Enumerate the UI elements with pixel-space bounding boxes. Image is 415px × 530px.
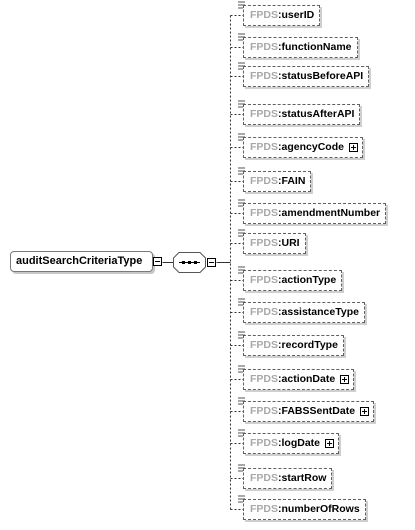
prefix-separator: : xyxy=(278,405,282,417)
element-lines-icon xyxy=(238,365,245,373)
element-lines-icon xyxy=(238,199,245,207)
prefix-separator: : xyxy=(278,108,282,120)
prefix-separator: : xyxy=(278,141,282,153)
namespace-prefix: FPDS xyxy=(250,437,279,449)
minus-box-icon[interactable] xyxy=(153,257,162,266)
element-node[interactable]: FPDS:functionName xyxy=(238,33,358,58)
namespace-prefix: FPDS xyxy=(250,503,279,515)
element-name: functionName xyxy=(281,41,352,53)
element-name: FAIN xyxy=(281,175,306,187)
element-node[interactable]: FPDS:amendmentNumber xyxy=(238,199,387,224)
prefix-separator: : xyxy=(278,207,282,219)
namespace-prefix: FPDS xyxy=(250,274,279,286)
namespace-prefix: FPDS xyxy=(250,237,279,249)
element-node[interactable]: FPDS:agencyCode xyxy=(238,133,363,158)
element-node[interactable]: FPDS:statusBeforeAPI xyxy=(238,62,370,87)
element-node[interactable]: FPDS:logDate xyxy=(238,429,340,454)
namespace-prefix: FPDS xyxy=(250,306,279,318)
prefix-separator: : xyxy=(278,237,282,249)
element-name: logDate xyxy=(281,437,321,449)
element-node[interactable]: FPDS:numberOfRows xyxy=(238,495,366,520)
namespace-prefix: FPDS xyxy=(250,472,279,484)
element-node[interactable]: FPDS:actionType xyxy=(238,266,343,291)
element-name: userID xyxy=(281,9,315,21)
namespace-prefix: FPDS xyxy=(250,373,279,385)
element-lines-icon xyxy=(238,1,245,9)
element-lines-icon xyxy=(238,33,245,41)
element-name: agencyCode xyxy=(281,141,344,153)
minus-box-icon[interactable] xyxy=(207,258,216,267)
namespace-prefix: FPDS xyxy=(250,41,279,53)
element-name: startRow xyxy=(281,472,327,484)
element-lines-icon xyxy=(238,397,245,405)
element-node[interactable]: FPDS:userID xyxy=(238,1,321,26)
prefix-separator: : xyxy=(278,70,282,82)
element-node[interactable]: FPDS:FABSSentDate xyxy=(238,397,375,422)
element-node[interactable]: FPDS:FAIN xyxy=(238,167,312,192)
namespace-prefix: FPDS xyxy=(250,70,279,82)
namespace-prefix: FPDS xyxy=(250,339,279,351)
namespace-prefix: FPDS xyxy=(250,108,279,120)
prefix-separator: : xyxy=(278,503,282,515)
element-name: URI xyxy=(281,237,300,249)
complex-type-node[interactable]: auditSearchCriteriaType xyxy=(10,251,153,272)
element-name: recordType xyxy=(281,339,338,351)
prefix-separator: : xyxy=(278,437,282,449)
prefix-separator: : xyxy=(278,306,282,318)
element-name: statusAfterAPI xyxy=(281,108,355,120)
element-name: actionDate xyxy=(281,373,336,385)
element-lines-icon xyxy=(238,331,245,339)
element-name: assistanceType xyxy=(281,306,359,318)
prefix-separator: : xyxy=(278,373,282,385)
element-node[interactable]: FPDS:statusAfterAPI xyxy=(238,100,361,125)
prefix-separator: : xyxy=(278,274,282,286)
sequence-compositor-icon xyxy=(173,252,206,273)
plus-box-icon[interactable] xyxy=(340,375,350,384)
element-name: actionType xyxy=(281,274,337,286)
element-lines-icon xyxy=(238,229,245,237)
element-node[interactable]: FPDS:assistanceType xyxy=(238,298,365,323)
plus-box-icon[interactable] xyxy=(360,407,370,416)
namespace-prefix: FPDS xyxy=(250,141,279,153)
element-name: statusBeforeAPI xyxy=(281,70,364,82)
prefix-separator: : xyxy=(278,175,282,187)
element-lines-icon xyxy=(238,133,245,141)
plus-box-icon[interactable] xyxy=(348,143,358,152)
element-node[interactable]: FPDS:actionDate xyxy=(238,365,355,390)
namespace-prefix: FPDS xyxy=(250,207,279,219)
plus-box-icon[interactable] xyxy=(325,439,335,448)
prefix-separator: : xyxy=(278,472,282,484)
namespace-prefix: FPDS xyxy=(250,9,279,21)
element-node[interactable]: FPDS:URI xyxy=(238,229,306,254)
prefix-separator: : xyxy=(278,9,282,21)
prefix-separator: : xyxy=(278,41,282,53)
element-lines-icon xyxy=(238,464,245,472)
element-node[interactable]: FPDS:recordType xyxy=(238,331,344,356)
namespace-prefix: FPDS xyxy=(250,405,279,417)
prefix-separator: : xyxy=(278,339,282,351)
element-lines-icon xyxy=(238,298,245,306)
element-name: amendmentNumber xyxy=(281,207,381,219)
element-lines-icon xyxy=(238,62,245,70)
namespace-prefix: FPDS xyxy=(250,175,279,187)
element-node[interactable]: FPDS:startRow xyxy=(238,464,333,489)
element-name: numberOfRows xyxy=(281,503,360,515)
element-lines-icon xyxy=(238,100,245,108)
element-name: FABSSentDate xyxy=(281,405,356,417)
element-lines-icon xyxy=(238,429,245,437)
element-lines-icon xyxy=(238,167,245,175)
complex-type-name: auditSearchCriteriaType xyxy=(16,255,143,267)
element-lines-icon xyxy=(238,266,245,274)
element-lines-icon xyxy=(238,495,245,503)
